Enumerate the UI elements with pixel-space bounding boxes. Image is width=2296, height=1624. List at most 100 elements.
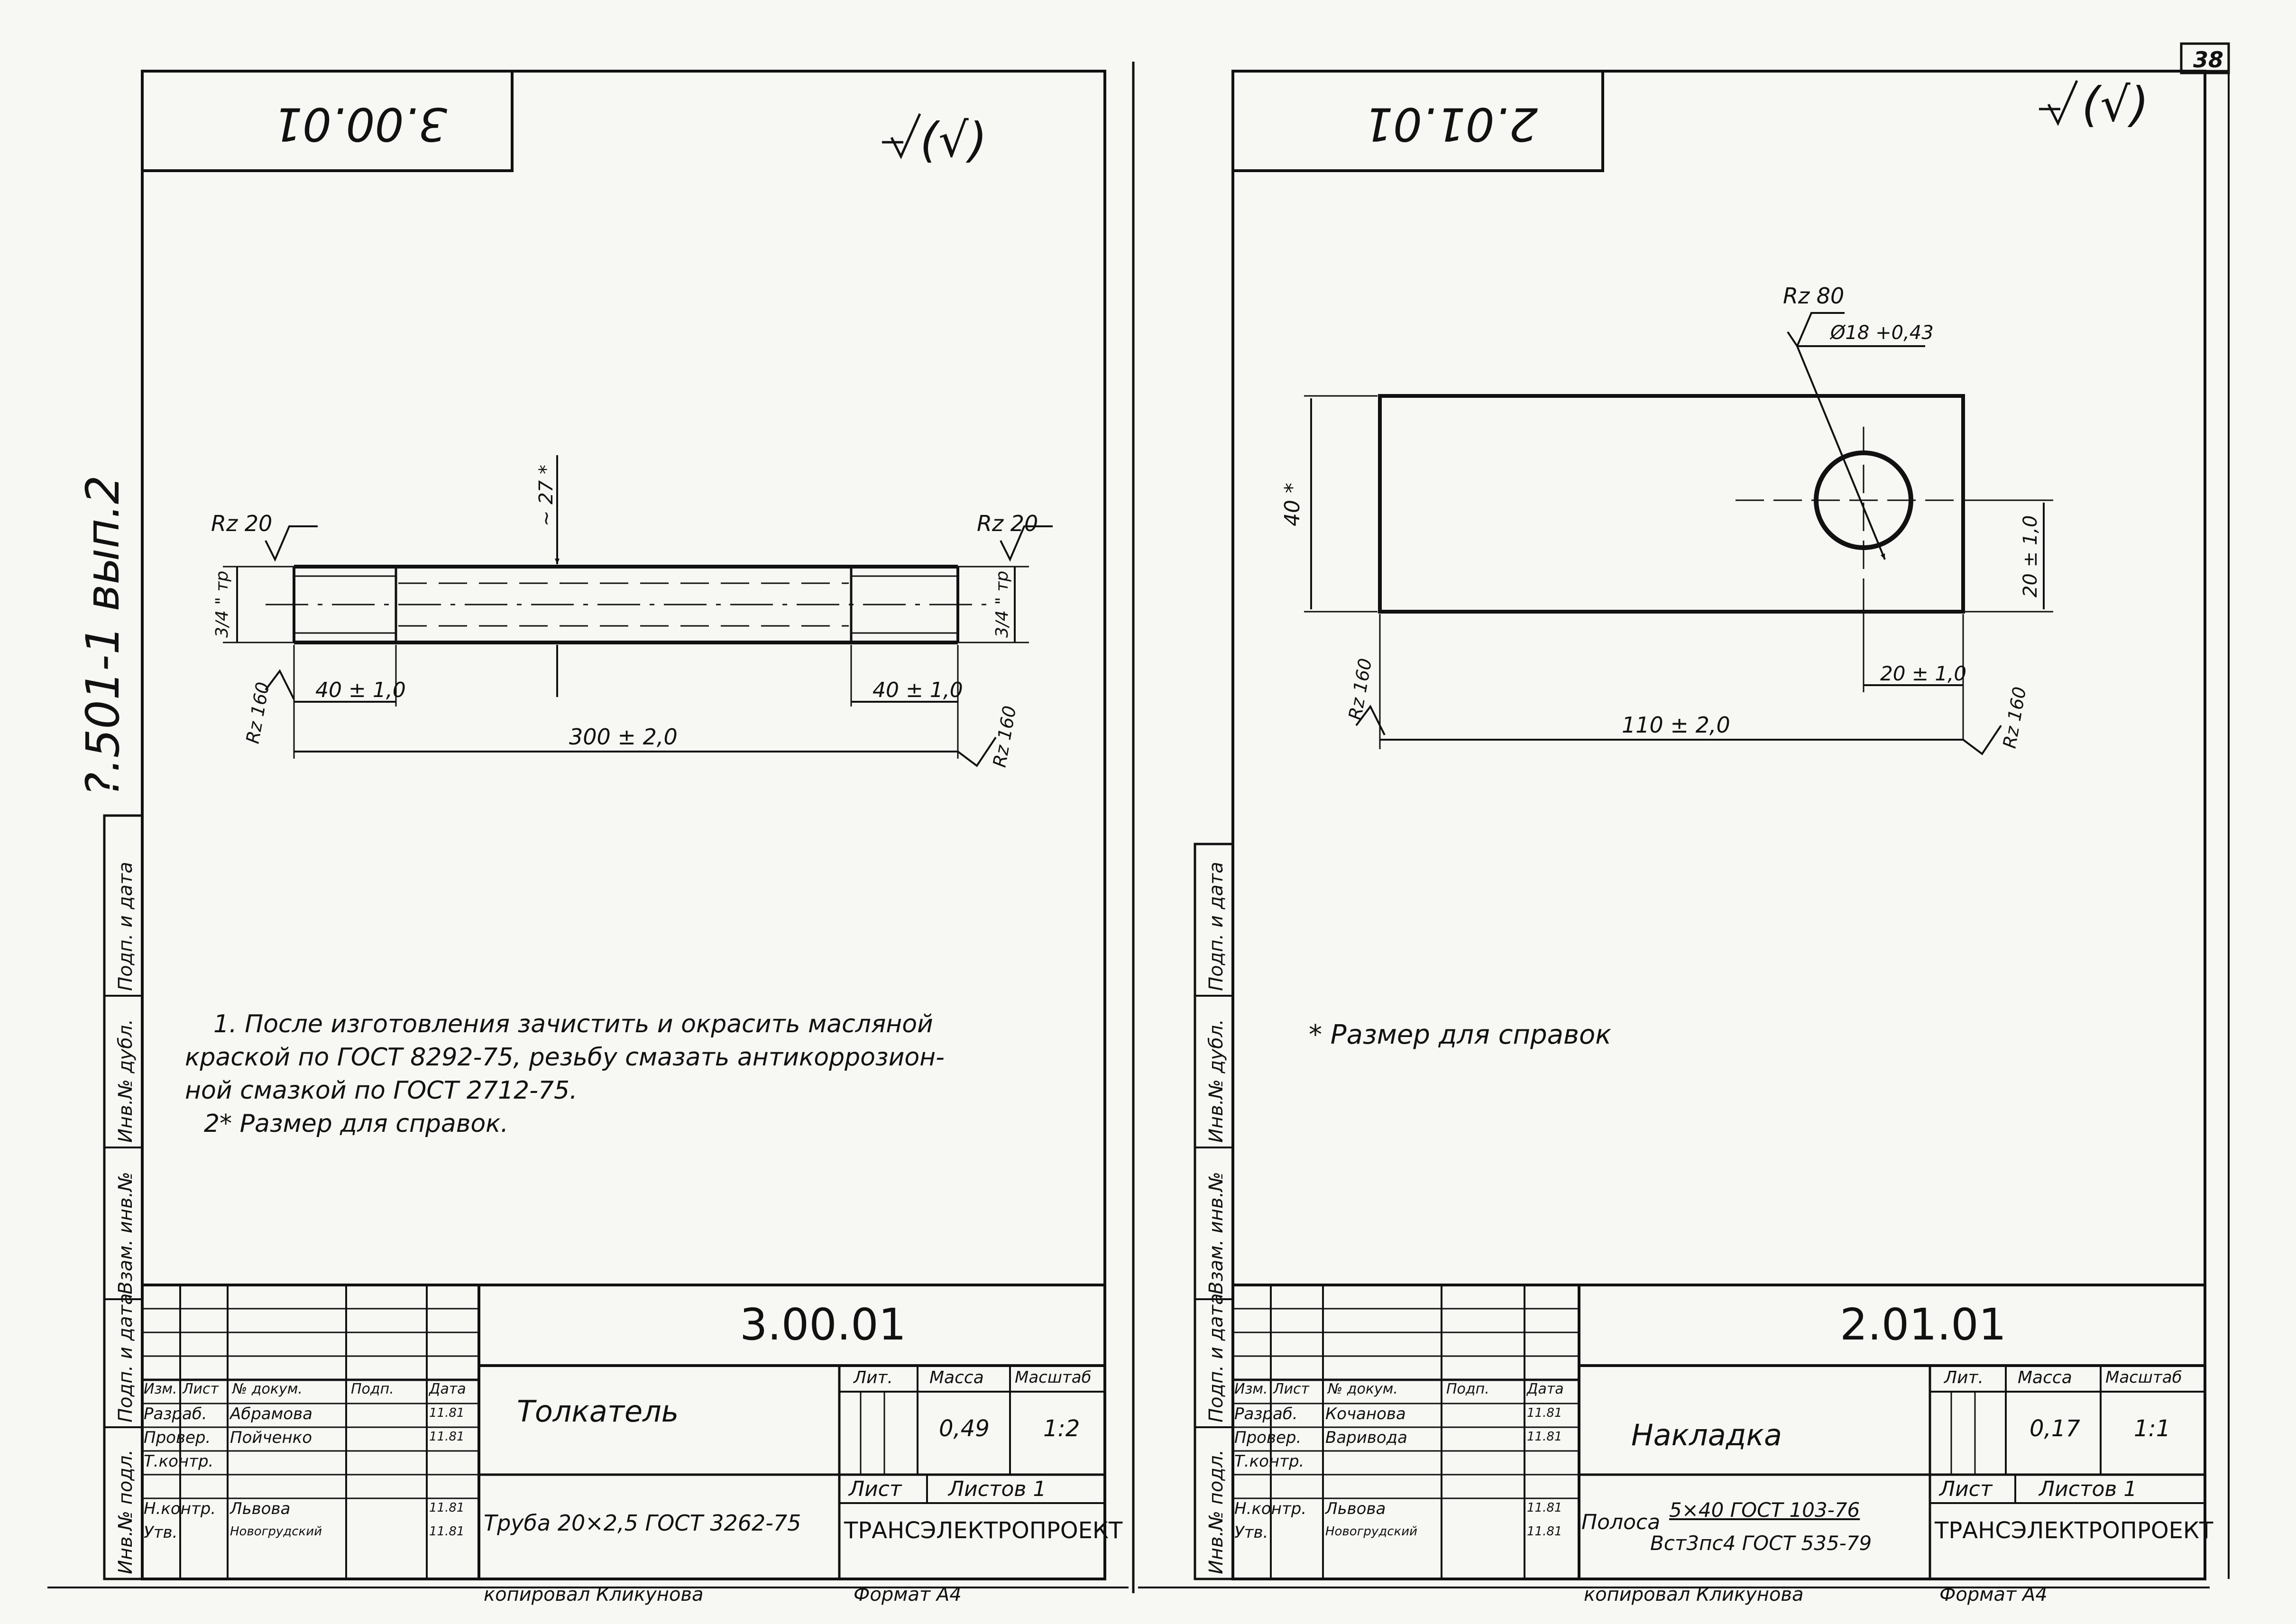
tb1-sheets-label: Листов 1 <box>948 1477 1047 1501</box>
tb2-mass: 0,17 <box>2030 1415 2080 1442</box>
tb1-format: Формат А4 <box>854 1584 962 1606</box>
tb2-hdr-4: Дата <box>1527 1381 1564 1397</box>
tb1-hdr-3: Подп. <box>351 1381 394 1397</box>
dim-hole-x: 20 ± 1,0 <box>1880 662 1966 685</box>
tb2-r0-name: Кочанова <box>1325 1404 1406 1423</box>
tb2-sheets-label: Листов 1 <box>2039 1477 2137 1501</box>
sheet-right-code-box <box>1231 70 1604 172</box>
stamp2-col3: Взам. инв.№ <box>1205 1172 1227 1294</box>
tb2-name: Накладка <box>1631 1418 1782 1452</box>
tb1-hdr-2: № докум. <box>232 1381 303 1397</box>
tb2-hdr-2: № докум. <box>1328 1381 1398 1397</box>
tb1-code: 3.00.01 <box>740 1299 907 1350</box>
tb1-r4-date: 11.81 <box>429 1501 465 1515</box>
tb1-scale-label: Масштаб <box>1015 1368 1092 1387</box>
dim-total-plate: 110 ± 2,0 <box>1622 712 1730 738</box>
tb1-hdr-1: Лист <box>183 1381 219 1397</box>
tb1-lit-label: Лит. <box>854 1368 893 1387</box>
tb2-scale-label: Масштаб <box>2105 1368 2182 1387</box>
tb2-format: Формат А4 <box>1939 1584 2048 1606</box>
stamp-col1: Инв.№ подл. <box>115 1450 137 1574</box>
rz-plate-right: Rz 160 <box>1999 685 2030 750</box>
rz-hole: Rz 80 <box>1783 283 1844 309</box>
sheet-left-roughness: (√) <box>920 112 987 168</box>
dim-total: 300 ± 2,0 <box>569 724 678 750</box>
tb1-name: Толкатель <box>517 1394 679 1429</box>
stamp2-col5: Подп. и дата <box>1205 862 1227 991</box>
stamp-col2: Подп. и дата <box>115 1294 137 1422</box>
tb1-mass: 0,49 <box>939 1415 990 1442</box>
tb1-sheet-label: Лист <box>849 1477 902 1501</box>
tb1-r0-name: Абрамова <box>230 1404 312 1423</box>
tb2-r5-name: Новогрудский <box>1325 1524 1418 1539</box>
tb1-material: Труба 20×2,5 ГОСТ 3262-75 <box>484 1510 801 1536</box>
tb1-r0-date: 11.81 <box>429 1406 465 1420</box>
sheet-left-frame <box>141 70 1106 1580</box>
tb2-material-top: 5×40 ГОСТ 103-76 <box>1669 1498 1860 1522</box>
dim-height: 40 * <box>1280 483 1304 526</box>
tb1-hdr-4: Дата <box>429 1381 466 1397</box>
tb2-r1-name: Варивода <box>1325 1428 1408 1447</box>
sheet-right-frame <box>1231 70 2206 1580</box>
tb2-material-bottom: Вст3пс4 ГОСТ 535-79 <box>1650 1532 1872 1555</box>
sheet-left-mirror-code: 3.00.01 <box>274 98 447 151</box>
stamp2-col1: Инв.№ подл. <box>1205 1450 1227 1574</box>
tb2-hdr-1: Лист <box>1273 1381 1310 1397</box>
tb1-r5-role: Утв. <box>144 1523 178 1542</box>
tb1-org: ТРАНСЭЛЕКТРОПРОЕКТ <box>844 1517 1123 1544</box>
tb2-r4-date: 11.81 <box>1527 1501 1562 1515</box>
sheet-left-note-4: 2* Размер для справок. <box>204 1110 509 1138</box>
sheet-right-roughness: (√) <box>2082 77 2149 132</box>
stamp-col5: Подп. и дата <box>115 862 137 991</box>
tb2-scale: 1:1 <box>2134 1415 2171 1442</box>
dim-hole-y: 20 ± 1,0 <box>2020 515 2041 597</box>
stamp2-col2: Подп. и дата <box>1205 1294 1227 1422</box>
rz-bot-left: Rz 160 <box>242 680 274 745</box>
rz-plate-left: Rz 160 <box>1345 657 1376 722</box>
tb1-r2-role: Т.контр. <box>144 1452 214 1471</box>
tb1-r1-role: Провер. <box>144 1428 211 1447</box>
tb2-r0-date: 11.81 <box>1527 1406 1562 1420</box>
tb1-r5-date: 11.81 <box>429 1524 465 1539</box>
series-label: ?.501-1 вып.2 <box>76 475 129 797</box>
tb2-r0-role: Разраб. <box>1234 1404 1298 1423</box>
left-stamp <box>103 814 1234 1580</box>
tb2-lit-label: Лит. <box>1944 1368 1984 1387</box>
tb2-copied: копировал Кликунова <box>1584 1584 1804 1606</box>
rz-top-right: Rz 20 <box>977 511 1038 536</box>
tb2-hdr-0: Изм. <box>1234 1381 1268 1397</box>
sheet-left-note-1: 1. После изготовления зачистить и окраси… <box>213 1010 933 1038</box>
tb2-material-prefix: Полоса <box>1581 1510 1661 1534</box>
rz-bot-right: Rz 160 <box>989 704 1020 769</box>
roughness-symbol-left <box>890 113 921 159</box>
hole-dia: Ø18 +0,43 <box>1829 322 1934 344</box>
tb2-r2-role: Т.контр. <box>1234 1452 1304 1471</box>
tb2-r1-role: Провер. <box>1234 1428 1302 1447</box>
tb1-r1-date: 11.81 <box>429 1430 465 1444</box>
roughness-symbol-right <box>2047 80 2078 126</box>
sheet-right-note-1: * Размер для справок <box>1309 1019 1612 1050</box>
tb2-r1-date: 11.81 <box>1527 1430 1562 1444</box>
tb1-hdr-0: Изм. <box>144 1381 177 1397</box>
tb1-copied: копировал Кликунова <box>484 1584 704 1606</box>
tb2-r5-date: 11.81 <box>1527 1524 1562 1539</box>
sheet-right: 2.01.01 (√) <box>1231 70 2230 1580</box>
sheet-left: 3.00.01 (√) <box>141 70 1106 1580</box>
tb1-r1-name: Пойченко <box>230 1428 312 1447</box>
sheet-left-note-2: краской по ГОСТ 8292-75, резьбу смазать … <box>185 1043 945 1072</box>
thread-right: 3/4 " тр <box>992 571 1012 638</box>
tb2-r5-role: Утв. <box>1234 1523 1268 1542</box>
title-block-left <box>141 1284 1106 1580</box>
tb2-code: 2.01.01 <box>1840 1299 2007 1350</box>
tb1-mass-label: Масса <box>929 1368 984 1387</box>
tb2-sheet-label: Лист <box>1939 1477 1993 1501</box>
rz-top-left: Rz 20 <box>211 511 272 536</box>
tb1-r4-role: Н.контр. <box>144 1499 216 1518</box>
tb2-hdr-3: Подп. <box>1446 1381 1489 1397</box>
stamp2-col4: Инв.№ дубл. <box>1205 1019 1227 1143</box>
tb2-org: ТРАНСЭЛЕКТРОПРОЕКТ <box>1935 1517 2213 1544</box>
tb2-mass-label: Масса <box>2018 1368 2072 1387</box>
tb1-r0-role: Разраб. <box>144 1404 207 1423</box>
tb2-r4-role: Н.контр. <box>1234 1499 1307 1518</box>
